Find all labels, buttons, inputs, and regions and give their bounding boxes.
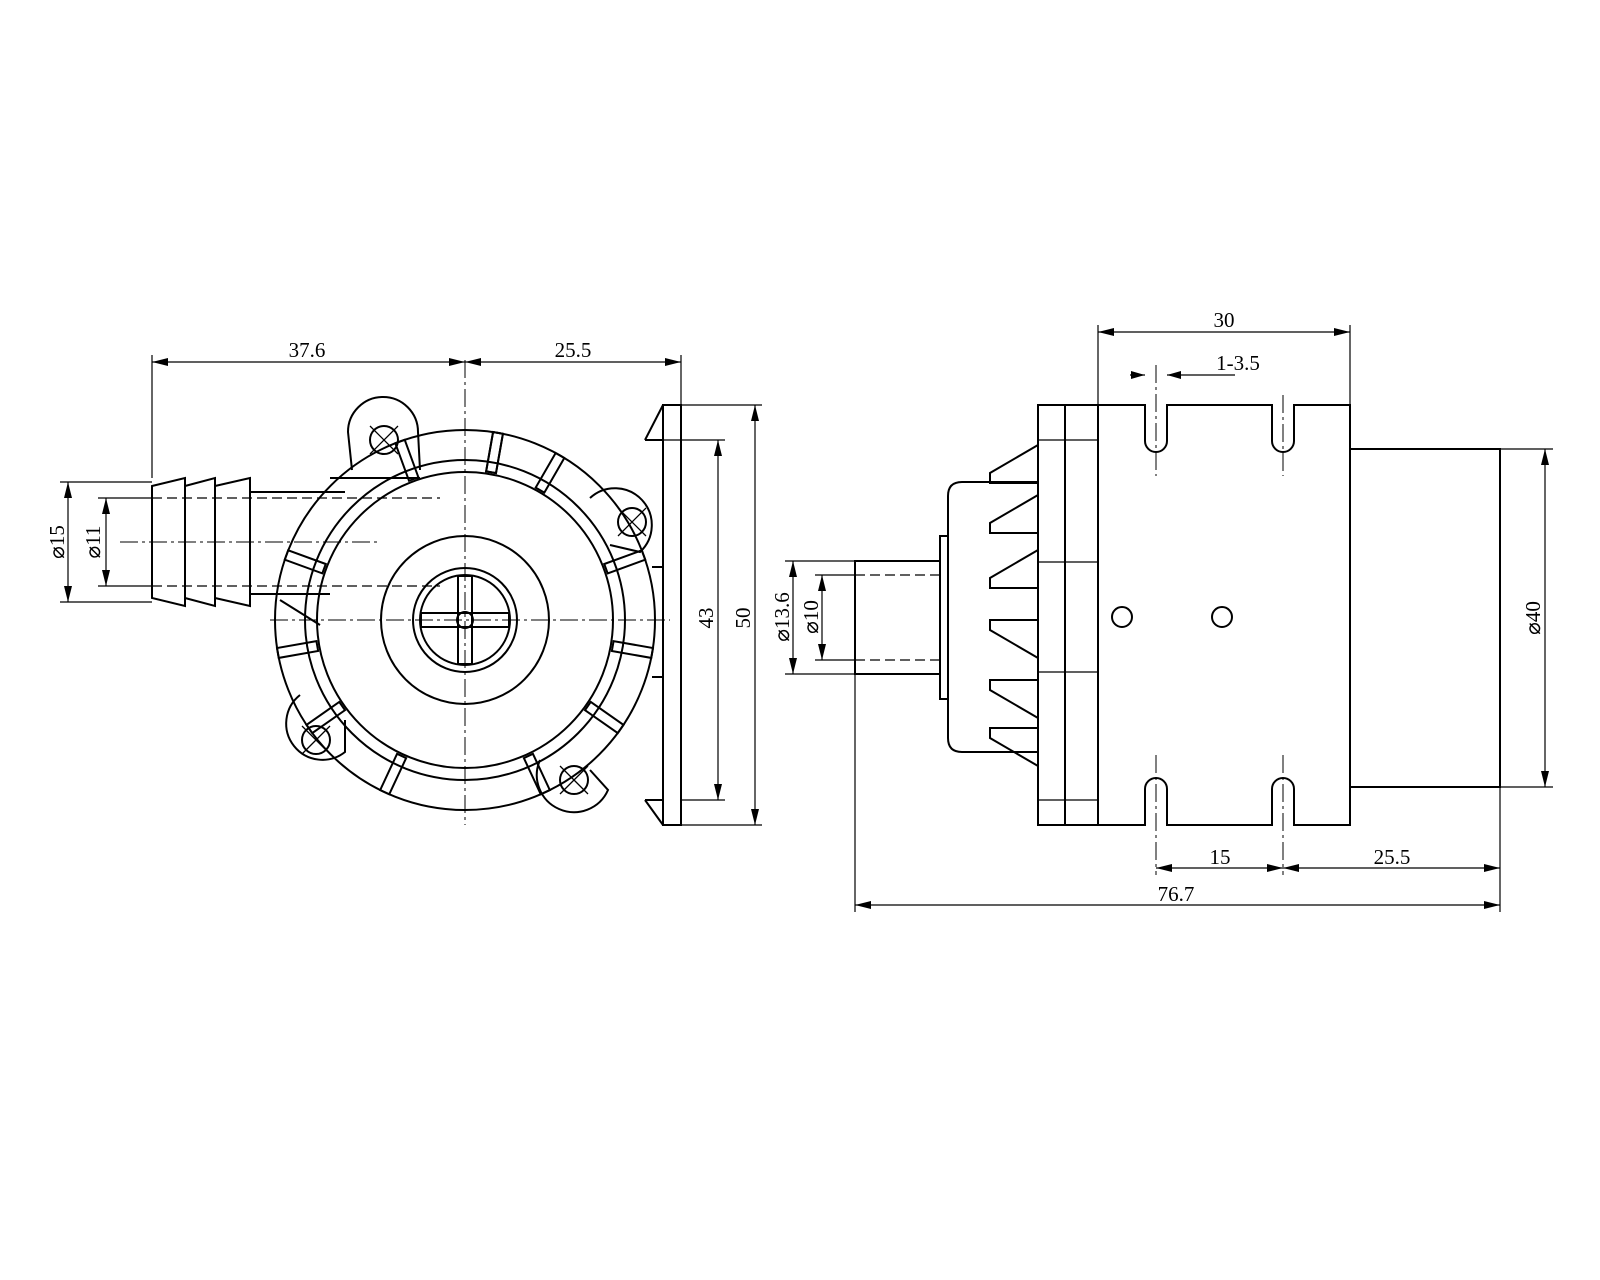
housing-rib: [275, 639, 320, 660]
dim-label-slot: 1-3.5: [1216, 351, 1260, 375]
radial-ribs: [275, 430, 655, 796]
outlet-pipe: [854, 535, 949, 700]
motor-body: [1097, 404, 1351, 826]
dim-motor-length: 25.5: [1283, 787, 1501, 912]
housing-rib: [534, 451, 566, 494]
mounting-lug-right: [589, 487, 653, 554]
dim-half-width: 25.5: [465, 338, 682, 405]
housing-rib: [610, 639, 655, 660]
dim-inlet-length: 37.6: [151, 338, 465, 478]
side-view: 30 1-3.5 ⌀13.6 ⌀10 ⌀40 15: [770, 308, 1553, 912]
dim-label-outer-diameter: ⌀15: [45, 525, 69, 559]
cooling-fin: [989, 444, 1039, 484]
inlet-barb-pipe: [120, 476, 440, 626]
dim-label-half-width: 25.5: [555, 338, 592, 362]
dim-slot: 1-3.5: [1130, 351, 1260, 379]
dim-label-outlet-inner-diameter: ⌀10: [799, 600, 823, 634]
dim-motor-diameter: ⌀40: [1500, 448, 1553, 788]
cooling-fin: [989, 619, 1039, 659]
cooling-fin: [989, 494, 1039, 534]
front-view: 37.6 25.5 ⌀15 ⌀11 43 50: [45, 338, 762, 826]
screw-hole: [1211, 606, 1233, 628]
motor-can: [1349, 448, 1501, 788]
housing-rib: [378, 752, 408, 796]
dim-inner-diameter: ⌀11: [81, 497, 152, 587]
housing-rib: [484, 430, 505, 475]
housing-rib: [583, 700, 625, 735]
dim-label-motor-diameter: ⌀40: [1521, 601, 1545, 635]
side-mounting-plate: [644, 404, 682, 826]
dim-outlet-outer-diameter: ⌀13.6: [770, 560, 855, 675]
cooling-fins: [989, 444, 1039, 767]
impeller-chamber: [380, 535, 550, 705]
dim-label-slot-pitch: 15: [1210, 845, 1231, 869]
dim-body-width: 30: [1097, 308, 1351, 405]
dim-outlet-inner-diameter: ⌀10: [799, 574, 855, 661]
housing-rib: [394, 438, 420, 483]
pump-head: [947, 481, 1039, 753]
dim-label-inner-diameter: ⌀11: [81, 526, 105, 559]
dim-label-outlet-outer-diameter: ⌀13.6: [770, 592, 794, 641]
dim-label-inlet-length: 37.6: [289, 338, 326, 362]
screw-hole: [1111, 606, 1133, 628]
mounting-lug-bottom: [535, 759, 610, 814]
mounting-lug-top: [346, 396, 421, 471]
cooling-fin: [989, 727, 1039, 767]
dim-overall-height: 50: [681, 404, 762, 826]
housing-rib: [283, 549, 328, 575]
cooling-fin: [989, 549, 1039, 589]
dim-label-overall-height: 50: [731, 608, 755, 629]
dim-label-overall-length: 76.7: [1158, 882, 1195, 906]
dim-label-hole-span: 43: [694, 608, 718, 629]
flange-plates: [1037, 404, 1099, 826]
housing-rib: [305, 700, 347, 735]
housing-rib: [522, 752, 552, 796]
dim-label-body-width: 30: [1214, 308, 1235, 332]
cooling-fin: [989, 679, 1039, 719]
dim-outer-diameter: ⌀15: [45, 481, 152, 603]
housing-rib: [602, 549, 647, 575]
dim-slot-pitch: 15: [1156, 845, 1283, 872]
dim-overall-length: 76.7: [854, 674, 1500, 912]
dim-hole-span: 43: [645, 439, 725, 801]
dim-label-motor-length: 25.5: [1374, 845, 1411, 869]
